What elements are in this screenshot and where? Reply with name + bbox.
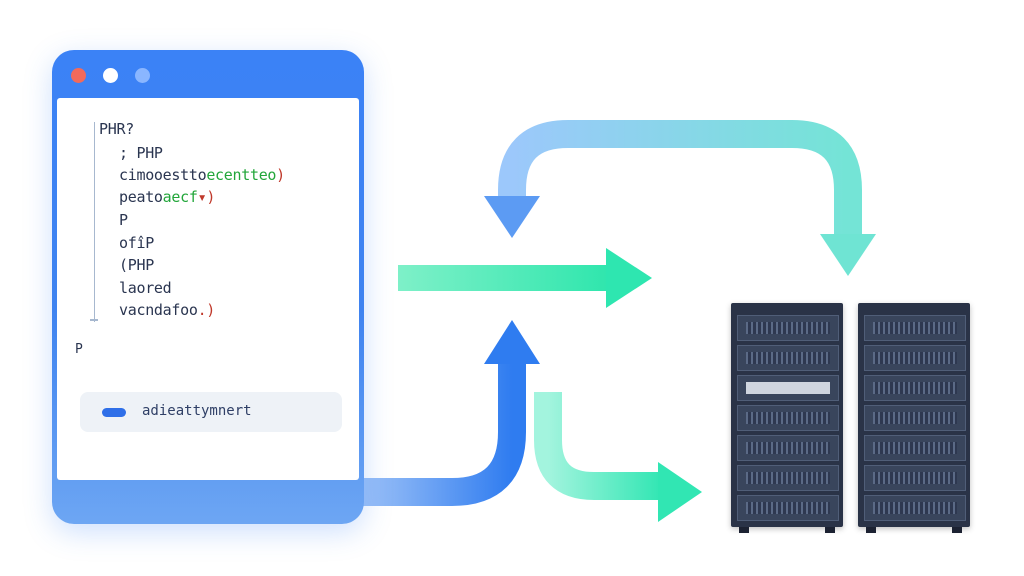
- code-gutter-tick: [90, 319, 98, 321]
- code-line-10: P: [75, 342, 83, 357]
- window-maximize-dot[interactable]: [135, 68, 150, 83]
- server-rack-icon: [731, 303, 843, 533]
- request-arrow: [398, 248, 652, 308]
- field-indicator-icon: [102, 408, 126, 417]
- code-panel: PHR? ; PHP cimooesttoecentteo) peatoaecf…: [57, 98, 359, 480]
- upload-arrow: [360, 320, 540, 506]
- window-minimize-dot[interactable]: [103, 68, 118, 83]
- deploy-arrow: [534, 392, 702, 522]
- return-loop-arrow: [484, 120, 876, 276]
- code-line-4: peatoaecf▾): [119, 188, 216, 206]
- code-line-9: vacndafoo.): [119, 301, 216, 319]
- input-field[interactable]: adieattymnert: [80, 392, 342, 432]
- code-line-8: laored: [119, 279, 172, 297]
- server-rack-icon: [858, 303, 970, 533]
- code-line-1: PHR?: [99, 120, 134, 138]
- code-line-6: ofîP: [119, 234, 154, 252]
- window-close-dot[interactable]: [71, 68, 86, 83]
- code-editor-window: PHR? ; PHP cimooesttoecentteo) peatoaecf…: [52, 50, 364, 524]
- code-line-3: cimooesttoecentteo): [119, 166, 285, 184]
- code-line-5: P: [119, 211, 128, 229]
- code-gutter-line: [94, 122, 95, 322]
- code-line-7: (PHP: [119, 256, 154, 274]
- code-line-2: ; PHP: [119, 144, 163, 162]
- field-text: adieattymnert: [142, 403, 252, 419]
